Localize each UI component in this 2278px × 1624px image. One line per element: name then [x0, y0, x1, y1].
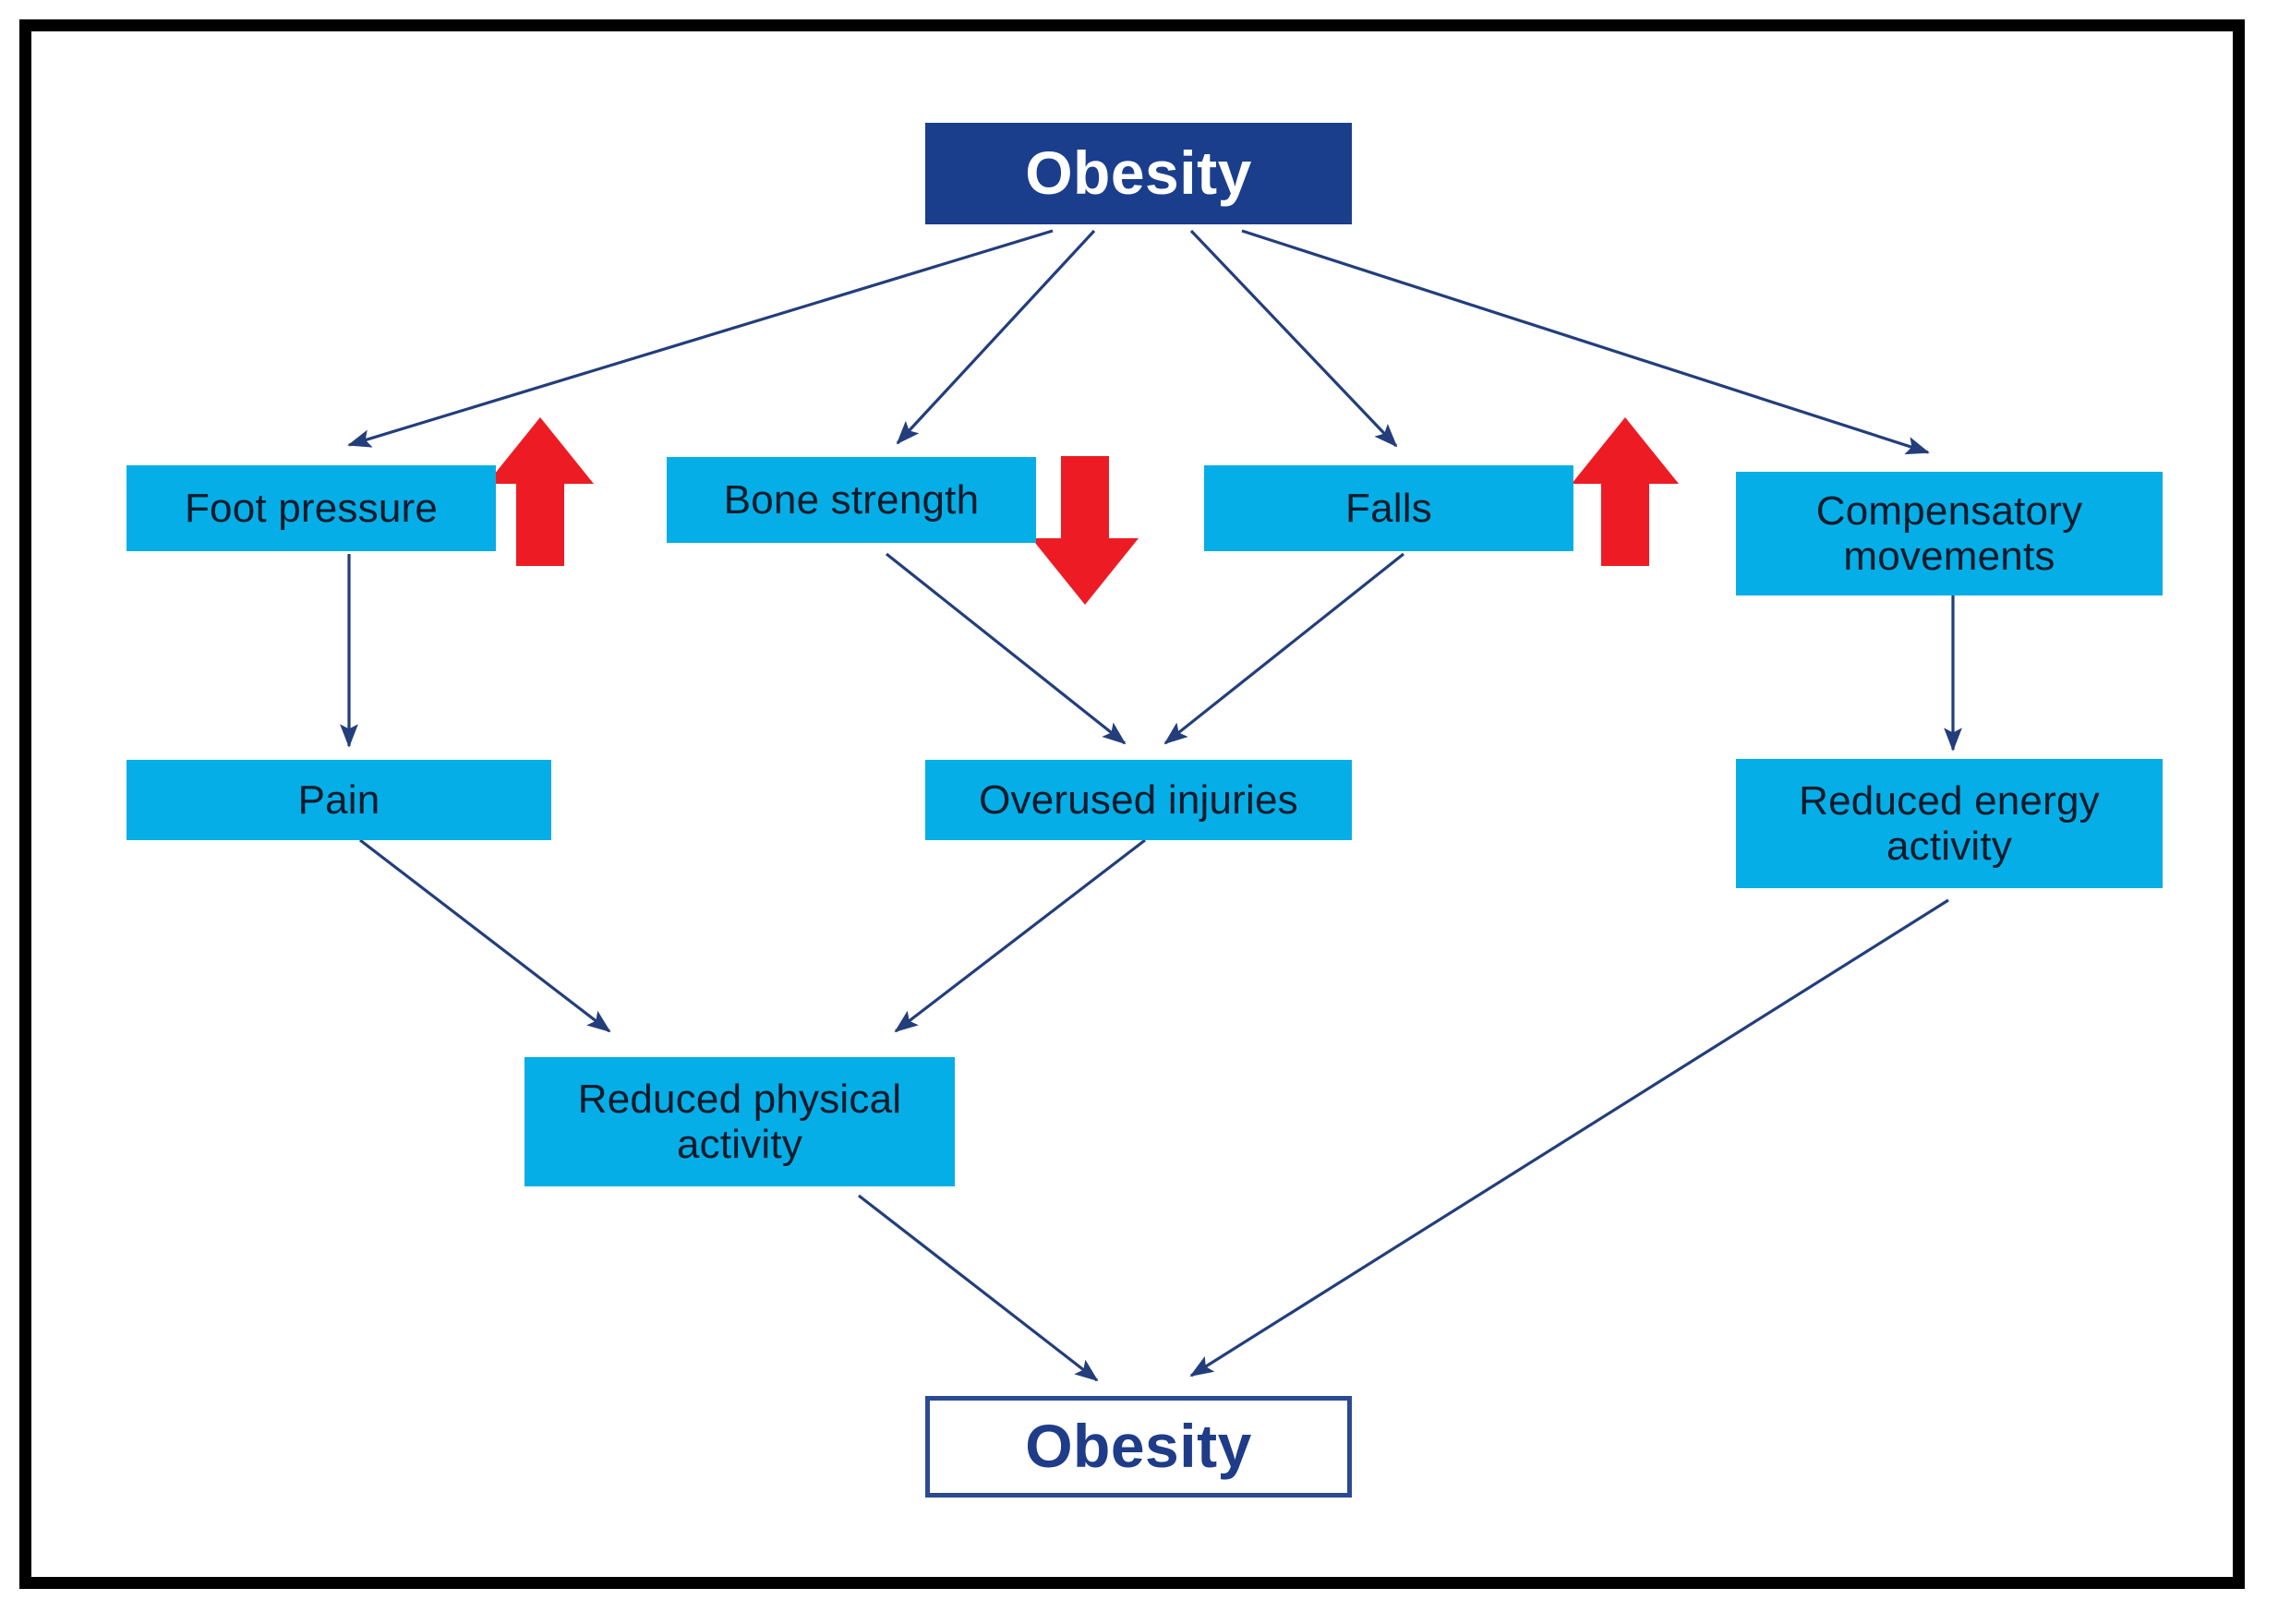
node-foot-pressure-label: Foot pressure: [184, 485, 439, 531]
node-reduced-energy-activity[interactable]: Reduced energy activity: [1736, 759, 2163, 888]
node-reduced-physical-activity-label-line1: Reduced physical: [577, 1076, 902, 1122]
node-reduced-physical-activity-label-line2: activity: [676, 1122, 803, 1167]
node-compensatory-movements[interactable]: Compensatory movements: [1736, 472, 2163, 595]
node-compensatory-movements-label-line1: Compensatory: [1815, 487, 2083, 534]
node-bottom-obesity[interactable]: Obesity: [925, 1396, 1352, 1498]
node-overused-injuries[interactable]: Overused injuries: [925, 760, 1352, 840]
node-bone-strength[interactable]: Bone strength: [667, 457, 1036, 543]
node-falls-label: Falls: [1345, 485, 1432, 531]
node-foot-pressure[interactable]: Foot pressure: [127, 465, 496, 551]
node-pain[interactable]: Pain: [127, 760, 551, 840]
node-bottom-obesity-label: Obesity: [1025, 1412, 1252, 1481]
node-reduced-energy-activity-label-line2: activity: [1886, 824, 2013, 869]
node-falls[interactable]: Falls: [1204, 465, 1573, 551]
node-reduced-energy-activity-label-line1: Reduced energy: [1799, 777, 2100, 824]
node-compensatory-movements-label-line2: movements: [1843, 534, 2055, 579]
node-top-obesity[interactable]: Obesity: [925, 123, 1352, 224]
node-overused-injuries-label: Overused injuries: [979, 776, 1298, 823]
node-reduced-physical-activity[interactable]: Reduced physical activity: [524, 1057, 955, 1186]
node-top-obesity-label: Obesity: [1025, 138, 1252, 208]
node-bone-strength-label: Bone strength: [723, 476, 980, 523]
node-pain-label: Pain: [297, 776, 380, 823]
